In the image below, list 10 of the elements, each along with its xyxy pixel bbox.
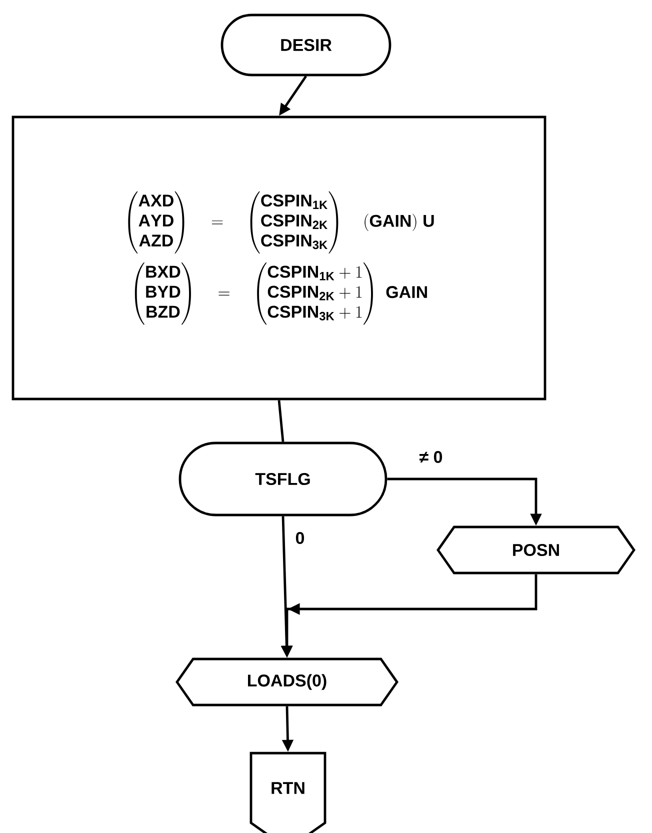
terminal-box: DESIR: [220, 14, 392, 76]
preparation-hexagon: POSN: [436, 526, 636, 574]
matrix-equation: $\begin{pmatrix}\mathbf{BXD}\\ \mathbf{BYD}\\ \mathbf{BZD}\end{pmatrix} \quad = \quad \begin{pmatrix}\mathbf{CSPIN}_{\mathbf{1K}} + 1\\ \mathbf{CSPIN}_{\mathbf{2K}} + 1\\ \mathbf{CSPIN}_{\mathbf{3K}} + 1\end{pmatrix} \ \mathbf{GAIN}$: [134, 262, 427, 325]
terminal-box: TSFLG: [178, 442, 388, 516]
matrix-equation: $\begin{pmatrix}\mathbf{AXD}\\ \mathbf{AYD}\\ \mathbf{AZD}\end{pmatrix} \quad = \quad \begin{pmatrix}\mathbf{CSPIN}_{\mathbf{1K}}\\ \mathbf{CSPIN}_{\mathbf{2K}}\\ \mathbf{CSPIN}_{\mathbf{3K}}\end{pmatrix} \quad (\mathbf{GAIN})\ \mathbf{U}$: [128, 191, 434, 254]
edge-label: 0: [296, 532, 304, 544]
offpage-connector: RTN: [250, 752, 326, 833]
process-box: [12, 116, 546, 400]
edge-label: ≠ 0: [419, 450, 442, 464]
preparation-hexagon: LOADS(0): [176, 658, 398, 706]
